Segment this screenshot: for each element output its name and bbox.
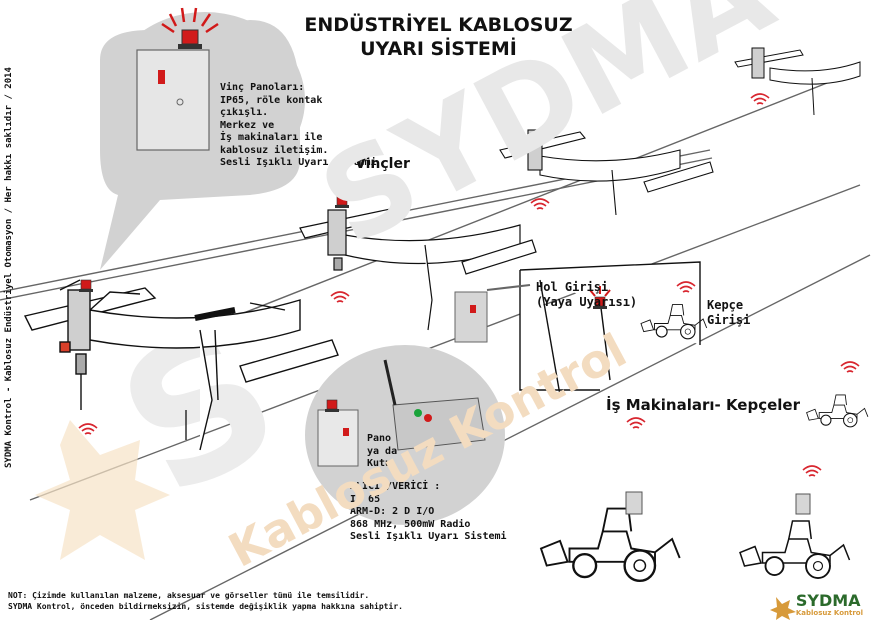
note-line-1: NOT: Çizimde kullanılan malzeme, aksesua…: [8, 591, 370, 600]
maple-leaf-watermark-icon: [35, 420, 170, 560]
crane-far: [734, 47, 861, 116]
loader-panel-boxes: [625, 491, 811, 515]
brand-name: SYDMA: [795, 591, 861, 610]
crane-panel-box: [136, 49, 210, 151]
antenna-icon: [383, 359, 397, 406]
crane-back: [499, 129, 714, 216]
note-line-2: SYDMA Kontrol, önceden bildirmeksizin, s…: [8, 602, 403, 611]
hall-panel-box: [454, 291, 488, 343]
crane-middle: [299, 207, 537, 331]
title-line-2: UYARI SİSTEMİ: [360, 38, 517, 60]
label-machines: İş Makinaları- Kepçeler: [606, 396, 800, 414]
label-hall-entry: Hol Girişi(Yaya Uyarısı): [536, 280, 638, 309]
brand-tagline: Kablosuz Kontrol: [795, 609, 863, 617]
brand-leaf-icon: [770, 597, 796, 620]
crane-front: [23, 287, 339, 451]
label-cranes: Vinçler: [355, 156, 410, 172]
brand-logo: SYDMA Kablosuz Kontrol: [795, 591, 863, 618]
side-copyright-text: SYDMA Kontrol - Kablosuz Endüstriyel Oto…: [4, 67, 14, 468]
title-line-1: ENDÜSTRİYEL KABLOSUZ: [304, 14, 573, 36]
